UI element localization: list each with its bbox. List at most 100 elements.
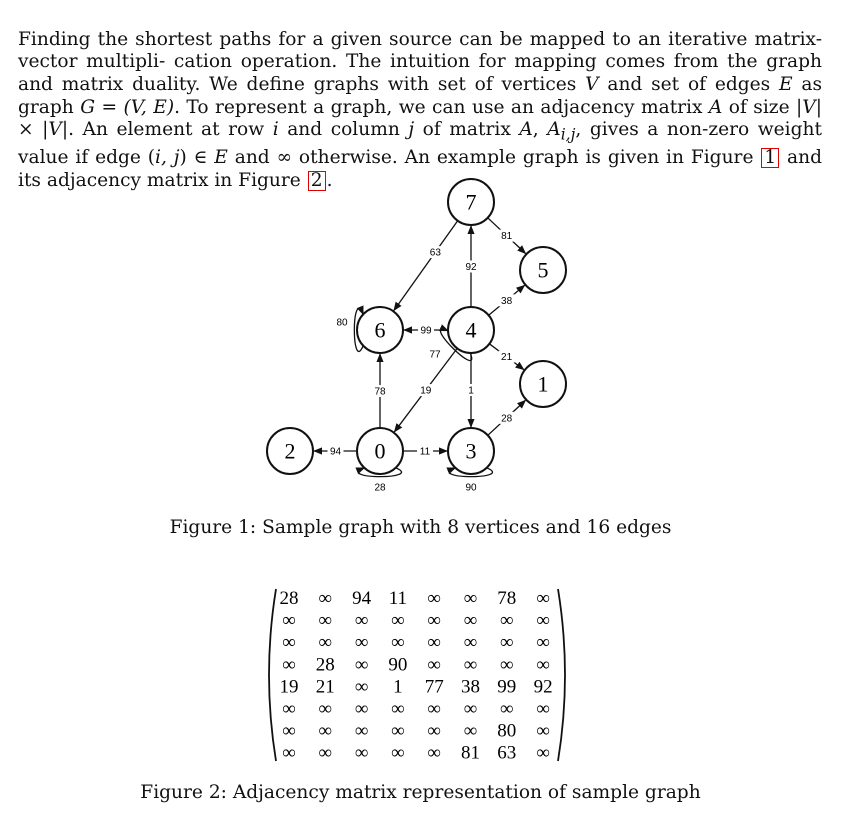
edge-weight-bg: [418, 324, 434, 336]
matrix-cell: ∞: [500, 699, 514, 720]
text-run: Finding the shortest paths for a given s…: [18, 28, 822, 95]
edge-weight-label: 80: [336, 318, 348, 329]
math-symbol: i, j: [155, 146, 180, 168]
matrix-cell: 90: [388, 654, 407, 675]
vertex-label: 3: [466, 439, 477, 464]
vertex-node: [447, 427, 495, 475]
vertex-node: [447, 178, 495, 226]
matrix-cell: ∞: [464, 699, 478, 720]
figure-1-caption: Figure 1: Sample graph with 8 vertices a…: [169, 517, 672, 538]
math-symbol: A: [547, 119, 561, 141]
text-run: and column: [278, 119, 409, 141]
text-run: as graph: [18, 74, 822, 118]
matrix-cell: 77: [425, 676, 444, 697]
edge-weight-bg: [372, 385, 388, 397]
edge-weight-bg: [334, 316, 350, 328]
figure-ref-link[interactable]: 2: [307, 170, 326, 191]
edge-weight-label: 77: [429, 350, 441, 361]
vertex-node: [519, 360, 567, 408]
matrix-cell: ∞: [391, 721, 405, 742]
matrix-cell: ∞: [355, 632, 369, 653]
text-run: and set of edges: [598, 74, 779, 95]
math-symbol: E: [778, 74, 793, 95]
edge-weight-bg: [427, 348, 443, 360]
text-run: ) ∈: [179, 146, 215, 168]
edge-weight-label: 28: [501, 413, 513, 424]
self-loop-edge: [446, 467, 494, 478]
edge-weight-bg: [498, 294, 515, 307]
matrix-cell: 94: [352, 588, 372, 609]
text-run: ,: [532, 119, 548, 141]
matrix-cell: ∞: [464, 721, 478, 742]
directed-edge: [393, 220, 459, 312]
edge-weight-label: 81: [501, 231, 513, 242]
edge-weight-label: 28: [374, 483, 386, 494]
matrix-cell: ∞: [282, 632, 296, 653]
edge-weight-bg: [372, 481, 388, 493]
math-symbol: i,j: [560, 126, 576, 145]
math-symbol: V: [48, 119, 62, 141]
self-loop-edge: [353, 305, 364, 353]
text-run: of size |: [722, 96, 803, 118]
matrix-cell: ∞: [464, 632, 478, 653]
edge-weight-bg: [327, 445, 344, 457]
matrix-cell: ∞: [319, 632, 333, 653]
matrix-cell: ∞: [536, 632, 550, 653]
text-run: | × |: [18, 96, 822, 141]
edge-weight-label: 78: [374, 387, 386, 398]
figure-ref-link[interactable]: 1: [761, 147, 780, 168]
edge-weight-bg: [463, 481, 479, 493]
matrix-cell: ∞: [282, 721, 296, 742]
matrix-cell: 11: [389, 588, 407, 609]
edge-weight-bg: [463, 260, 479, 273]
text-run: of matrix: [414, 119, 520, 141]
matrix-cell: ∞: [500, 654, 514, 675]
matrix-cell: 38: [461, 676, 480, 697]
math-symbol: A: [708, 96, 723, 118]
matrix-cell: ∞: [319, 721, 333, 742]
edge-weight-bg: [498, 411, 515, 424]
matrix-cell: ∞: [427, 721, 441, 742]
matrix-cell: ∞: [427, 699, 441, 720]
matrix-cell: 81: [461, 743, 480, 764]
matrix-cell: 21: [316, 676, 335, 697]
text-run: and ∞ otherwise. An example graph is giv…: [227, 146, 761, 168]
matrix-cell: ∞: [427, 654, 441, 675]
matrix-cell: 28: [316, 654, 335, 675]
matrix-cell: ∞: [355, 676, 369, 697]
edge-weight-label: 63: [430, 248, 442, 259]
math-symbol: V: [802, 96, 816, 118]
edge-weight-bg: [427, 246, 444, 259]
matrix-cell: ∞: [282, 610, 296, 631]
matrix-cell: 92: [534, 676, 553, 697]
matrix-cell: ∞: [282, 699, 296, 720]
matrix-cell: ∞: [391, 610, 405, 631]
vertex-node: [447, 306, 495, 354]
matrix-cell: 78: [497, 588, 516, 609]
math-symbol: G = (V, E): [80, 96, 175, 118]
edge-weight-label: 1: [468, 386, 474, 397]
matrix-cell: ∞: [427, 588, 441, 609]
math-symbol: A: [519, 119, 533, 141]
edge-weight-label: 94: [330, 447, 342, 458]
matrix-cell: ∞: [355, 699, 369, 720]
matrix-cell: ∞: [282, 743, 296, 764]
matrix-cell: ∞: [319, 699, 333, 720]
math-symbol: E: [214, 146, 228, 168]
edge-weight-label: 21: [501, 352, 513, 363]
matrix-cell: ∞: [536, 610, 550, 631]
matrix-cell: ∞: [500, 632, 514, 653]
vertex-node: [356, 306, 404, 354]
matrix-cell: ∞: [464, 654, 478, 675]
math-symbol: V: [585, 74, 599, 95]
text-run: .: [326, 169, 333, 191]
vertex-node: [356, 427, 404, 475]
matrix-cell: 1: [393, 676, 403, 697]
matrix-left-paren: [268, 588, 277, 762]
matrix-cell: ∞: [355, 743, 369, 764]
matrix-cell: 80: [497, 721, 516, 742]
matrix-cell: ∞: [391, 632, 405, 653]
